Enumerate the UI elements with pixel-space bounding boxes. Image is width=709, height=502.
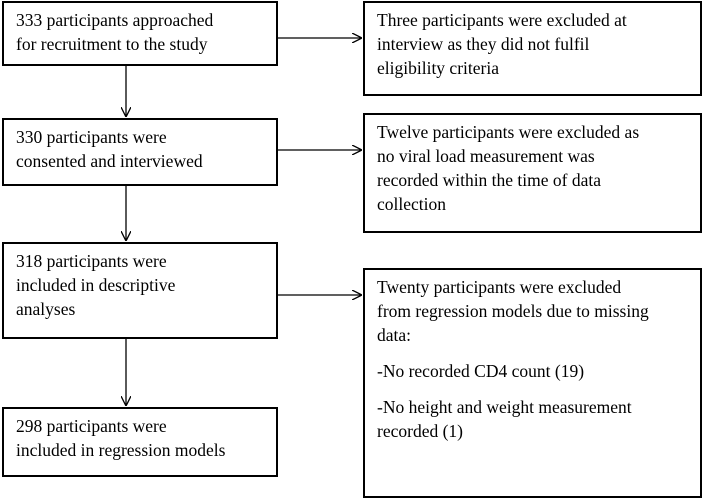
box-line: eligibility criteria — [377, 58, 499, 78]
box-line: interview as they did not fulfil — [377, 34, 590, 54]
paragraph-gap — [377, 347, 692, 359]
box-excluded-eligibility: Three participants were excluded at inte… — [363, 1, 702, 96]
box-line: -No recorded CD4 count (19) — [377, 361, 585, 381]
paragraph-gap — [377, 383, 692, 395]
box-excluded-missing-data: Twenty participants were excluded from r… — [363, 268, 702, 498]
box-regression: 298 participants were included in regres… — [2, 407, 278, 477]
box-line: for recruitment to the study — [16, 34, 208, 54]
box-line: 333 participants approached — [16, 10, 214, 30]
box-line: 298 participants were — [16, 416, 167, 436]
box-line: Twelve participants were excluded as — [377, 122, 640, 142]
box-line: -No height and weight measurement — [377, 397, 632, 417]
box-line: recorded within the time of data — [377, 170, 602, 190]
box-approached: 333 participants approached for recruitm… — [2, 1, 278, 66]
box-line: 330 participants were — [16, 127, 167, 147]
box-line: recorded (1) — [377, 421, 463, 441]
box-line: Three participants were excluded at — [377, 10, 627, 30]
box-consented: 330 participants were consented and inte… — [2, 118, 278, 186]
box-line: collection — [377, 194, 447, 214]
box-line: included in descriptive — [16, 275, 176, 295]
box-line: analyses — [16, 299, 76, 319]
box-excluded-viral-load: Twelve participants were excluded as no … — [363, 113, 702, 233]
box-line: included in regression models — [16, 440, 226, 460]
box-line: no viral load measurement was — [377, 146, 595, 166]
box-line: data: — [377, 325, 412, 345]
box-line: from regression models due to missing — [377, 301, 649, 321]
box-line: consented and interviewed — [16, 151, 203, 171]
box-line: 318 participants were — [16, 251, 167, 271]
box-descriptive: 318 participants were included in descri… — [2, 242, 278, 339]
box-line: Twenty participants were excluded — [377, 277, 622, 297]
